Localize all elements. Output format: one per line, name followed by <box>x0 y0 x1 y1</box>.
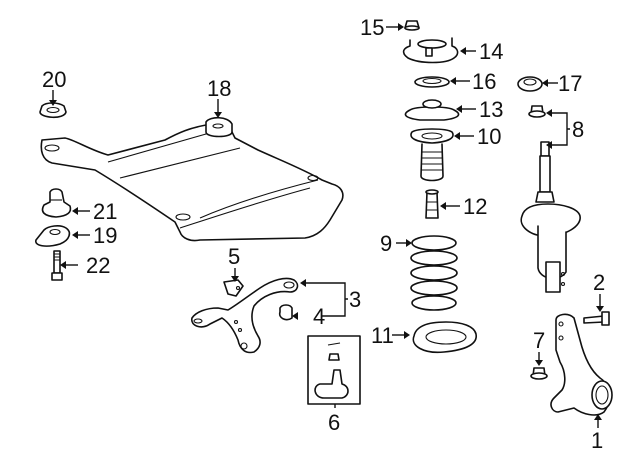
cradle-cushion[interactable] <box>41 188 72 218</box>
callout-16[interactable]: 16 <box>472 69 496 94</box>
strut-assembly[interactable] <box>520 141 581 293</box>
callout-labels: 1 2 3 4 5 6 7 8 9 10 11 12 13 14 15 16 1… <box>42 15 605 453</box>
dust-boot[interactable] <box>410 128 454 182</box>
callout-13[interactable]: 13 <box>479 97 503 122</box>
callout-8[interactable]: 8 <box>572 117 584 142</box>
callout-19[interactable]: 19 <box>93 223 117 248</box>
ball-joint-kit[interactable] <box>307 335 361 405</box>
callout-17[interactable]: 17 <box>558 71 582 96</box>
lower-control-arm[interactable] <box>191 277 299 354</box>
strut-nut[interactable] <box>528 105 546 118</box>
callout-1[interactable]: 1 <box>591 428 603 453</box>
upper-spring-seat[interactable] <box>404 99 460 121</box>
insulator[interactable] <box>517 76 543 92</box>
leader-lines <box>49 23 604 428</box>
callout-12[interactable]: 12 <box>463 194 487 219</box>
callout-10[interactable]: 10 <box>477 124 501 149</box>
knuckle-bolt[interactable] <box>583 311 610 326</box>
callout-9[interactable]: 9 <box>380 231 392 256</box>
mount-nut[interactable] <box>404 20 420 31</box>
cradle-upper-cushion[interactable] <box>39 102 67 119</box>
callout-21[interactable]: 21 <box>93 199 117 224</box>
callout-22[interactable]: 22 <box>86 253 110 278</box>
callout-20[interactable]: 20 <box>42 67 66 92</box>
lower-spring-insulator[interactable] <box>412 321 477 354</box>
callout-3[interactable]: 3 <box>349 287 361 312</box>
callout-18[interactable]: 18 <box>207 76 231 101</box>
bump-stop[interactable] <box>425 189 439 219</box>
bearing[interactable] <box>414 76 450 88</box>
callout-11[interactable]: 11 <box>371 323 394 348</box>
callout-4[interactable]: 4 <box>313 304 325 329</box>
strut-mount[interactable] <box>402 37 459 64</box>
callout-7[interactable]: 7 <box>533 328 545 353</box>
callout-14[interactable]: 14 <box>479 39 503 64</box>
steering-knuckle[interactable] <box>550 313 613 416</box>
cradle-bolt[interactable] <box>51 250 63 281</box>
engine-cradle[interactable] <box>40 116 344 242</box>
nut[interactable] <box>530 367 548 380</box>
cradle-lower-cushion[interactable] <box>35 225 71 247</box>
callout-6[interactable]: 6 <box>328 410 340 435</box>
coil-spring[interactable] <box>410 235 458 311</box>
callout-5[interactable]: 5 <box>228 244 240 269</box>
bracket[interactable] <box>223 279 244 297</box>
control-arm-bushing[interactable] <box>278 304 293 321</box>
callout-15[interactable]: 15 <box>360 15 384 40</box>
callout-2[interactable]: 2 <box>593 270 605 295</box>
